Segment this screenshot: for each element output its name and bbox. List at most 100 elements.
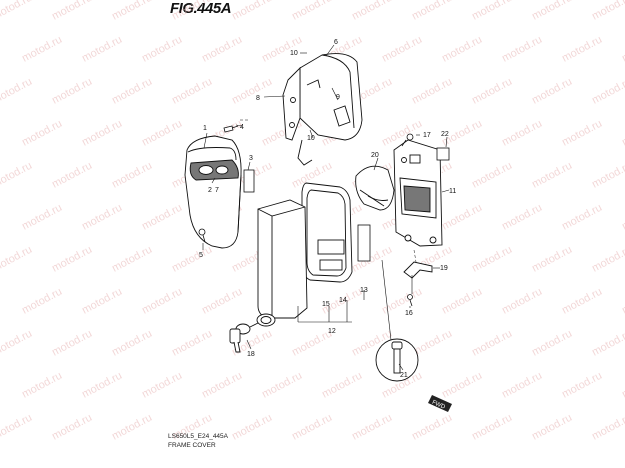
figure-caption: FRAME COVER [168, 442, 216, 449]
watermark-text: motod.ru [590, 412, 625, 443]
watermark-text: motod.ru [80, 34, 124, 65]
key-lock-part-18 [229, 313, 276, 353]
watermark-text: motod.ru [50, 328, 94, 359]
watermark-text: motod.ru [0, 0, 34, 23]
watermark-text: motod.ru [110, 76, 154, 107]
figure-title: FIG.445A [170, 0, 232, 17]
watermark-text: motod.ru [140, 202, 184, 233]
watermark-text: motod.ru [140, 34, 184, 65]
callout-20: 20 [371, 152, 379, 159]
watermark-text: motod.ru [260, 370, 304, 401]
watermark-text: motod.ru [110, 244, 154, 275]
watermark-text: motod.ru [320, 370, 364, 401]
watermark-text: motod.ru [0, 244, 34, 275]
watermark-text: motod.ru [20, 34, 64, 65]
inner-cover-part-20 [355, 165, 395, 211]
watermark-text: motod.ru [500, 118, 544, 149]
callout-16: 16 [405, 310, 413, 317]
watermark-text: motod.ru [80, 202, 124, 233]
watermark-text: motod.ru [200, 34, 244, 65]
watermark-text: motod.ru [530, 244, 574, 275]
dashed-centerlines [240, 119, 417, 263]
watermark-text: motod.ru [140, 286, 184, 317]
fwd-label: FWD [431, 400, 447, 411]
watermark-text: motod.ru [50, 244, 94, 275]
watermark-text: motod.ru [560, 118, 604, 149]
callout-13: 13 [360, 287, 368, 294]
watermark-text: motod.ru [0, 76, 34, 107]
watermark-text: motod.ru [530, 160, 574, 191]
watermark-text: motod.ru [470, 76, 514, 107]
bolt-part-5 [198, 228, 206, 243]
watermark-text: motod.ru [440, 34, 484, 65]
callout-21: 21 [400, 372, 408, 379]
watermark-text: motod.ru [500, 34, 544, 65]
watermark-text: motod.ru [170, 244, 214, 275]
figure-code: LS650L5_E24_445A [168, 433, 229, 440]
callout-8: 8 [256, 95, 260, 102]
watermark-text: motod.ru [230, 76, 274, 107]
watermark-text: motod.ru [500, 370, 544, 401]
callout-10-top: 10 [290, 50, 298, 57]
watermark-text: motod.ru [110, 160, 154, 191]
callout-22: 22 [441, 131, 449, 138]
watermark-text: motod.ru [560, 370, 604, 401]
detail-circle-part-21 [375, 338, 419, 382]
watermark-text: motod.ru [410, 0, 454, 23]
callout-19: 19 [440, 265, 448, 272]
watermark-text: motod.ru [170, 0, 214, 23]
watermark-text: motod.ru [590, 328, 625, 359]
callout-17: 17 [423, 132, 431, 139]
watermark-text: motod.ru [350, 412, 394, 443]
watermark-text: motod.ru [620, 370, 625, 401]
callout-2: 2 [208, 187, 212, 194]
callout-9: 9 [336, 94, 340, 101]
watermark-text: motod.ru [200, 286, 244, 317]
watermark-text: motod.ru [0, 160, 34, 191]
seal-part-13 [357, 224, 371, 262]
callout-18: 18 [247, 351, 255, 358]
watermark-text: motod.ru [410, 412, 454, 443]
screw-part-16 [407, 294, 413, 307]
callout-11: 11 [449, 188, 456, 195]
watermark-text: motod.ru [50, 76, 94, 107]
watermark-text: motod.ru [230, 412, 274, 443]
watermark-text: motod.ru [470, 0, 514, 23]
watermark-text: motod.ru [80, 118, 124, 149]
watermark-text: motod.ru [560, 34, 604, 65]
watermark-text: motod.ru [350, 0, 394, 23]
pad-part-22 [436, 147, 450, 161]
watermark-text: motod.ru [470, 244, 514, 275]
watermark-text: motod.ru [620, 34, 625, 65]
callout-12: 12 [328, 328, 336, 335]
figure-reference: LS650L5_E24_445A FRAME COVER [168, 432, 228, 450]
watermark-text: motod.ru [440, 202, 484, 233]
watermark-text: motod.ru [560, 202, 604, 233]
fwd-arrow-icon: FWD [428, 395, 452, 412]
watermark-text: motod.ru [470, 412, 514, 443]
watermark-text: motod.ru [530, 328, 574, 359]
watermark-text: motod.ru [140, 118, 184, 149]
callout-15: 15 [322, 301, 330, 308]
watermark-text: motod.ru [590, 160, 625, 191]
watermark-text: motod.ru [20, 370, 64, 401]
leader-lines [202, 44, 450, 371]
watermark-text: motod.ru [470, 328, 514, 359]
frame-cover-gasket [301, 182, 353, 283]
watermark-text: motod.ru [590, 244, 625, 275]
watermark-text: motod.ru [20, 118, 64, 149]
watermark-text: motod.ru [590, 0, 625, 23]
callout-7: 7 [215, 187, 219, 194]
bolt-part-4 [223, 125, 239, 133]
watermark-text: motod.ru [500, 286, 544, 317]
watermark-text: motod.ru [620, 118, 625, 149]
callout-4: 4 [240, 124, 244, 131]
watermark-text: motod.ru [350, 244, 394, 275]
watermark-text: motod.ru [110, 328, 154, 359]
callout-10-bottom: 10 [307, 135, 315, 142]
watermark-text: motod.ru [110, 0, 154, 23]
watermark-text: motod.ru [290, 412, 334, 443]
watermark-text: motod.ru [0, 328, 34, 359]
watermark-text: motod.ru [530, 0, 574, 23]
plate-part-3 [243, 169, 255, 193]
